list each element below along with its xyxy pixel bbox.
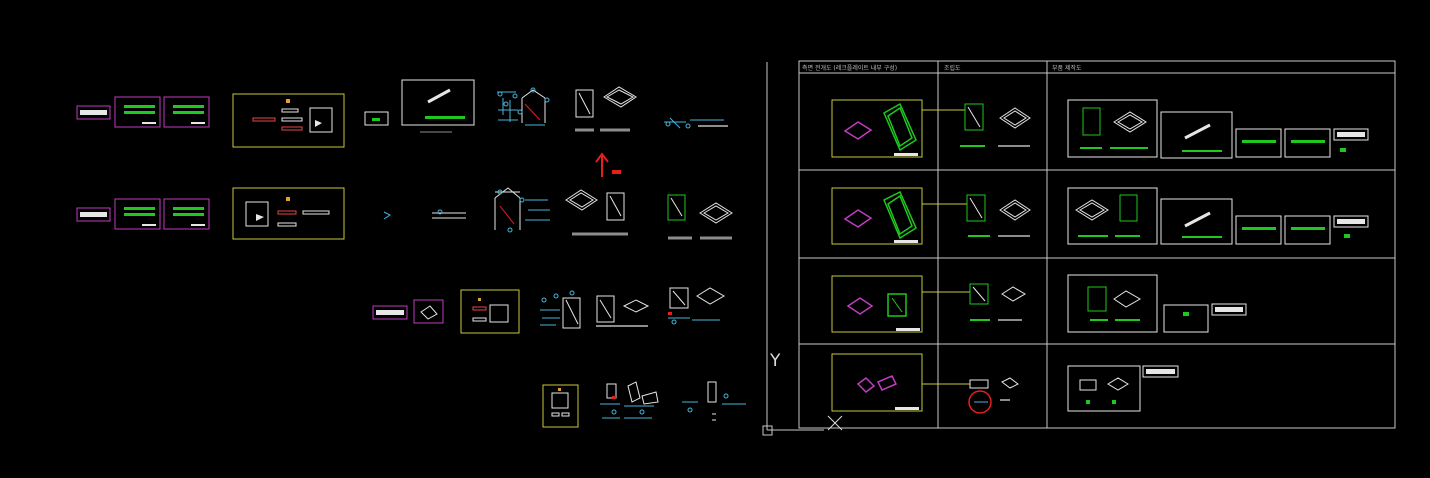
header-assembly: 조립도 (944, 65, 961, 72)
row4-group (542, 381, 746, 428)
drawing-sheet-frame (762, 60, 1396, 436)
ucs-y-label: Y (770, 351, 781, 371)
sheet-content (831, 99, 1369, 414)
row1-group (76, 79, 728, 148)
row3-group (372, 287, 726, 334)
red-arrow (595, 152, 621, 177)
header-part-fabrication: 부품 제작도 (1052, 65, 1082, 72)
header-side-elevation: 측면 전개도 (레크플레이트 내부 구성) (802, 65, 898, 72)
left-drawing-groups (76, 79, 746, 428)
row2-group (76, 187, 733, 240)
